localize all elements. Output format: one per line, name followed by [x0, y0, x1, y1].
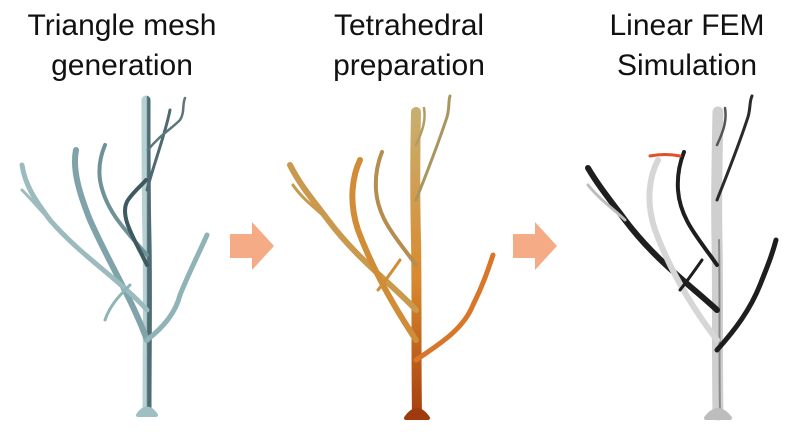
step-title-line: Tetrahedral [333, 9, 485, 42]
step-title-line: preparation [333, 49, 485, 82]
step-title-line: Linear FEM [609, 9, 765, 42]
tree-tetrahedral-icon [287, 94, 496, 420]
tree-mesh-icon [19, 95, 210, 417]
step-title-linear-fem: Linear FEM Simulation [562, 6, 800, 86]
step-title-line: generation [51, 49, 193, 82]
fem-marker [648, 153, 682, 158]
step-title-triangle-mesh: Triangle mesh generation [0, 6, 247, 86]
right-arrow-icon [230, 222, 274, 270]
step-title-line: Triangle mesh [27, 9, 217, 42]
step-title-line: Simulation [616, 49, 758, 82]
right-arrow-icon [513, 222, 557, 270]
step-title-tetrahedral: Tetrahedral preparation [284, 6, 534, 86]
tree-fem-icon [585, 94, 779, 421]
